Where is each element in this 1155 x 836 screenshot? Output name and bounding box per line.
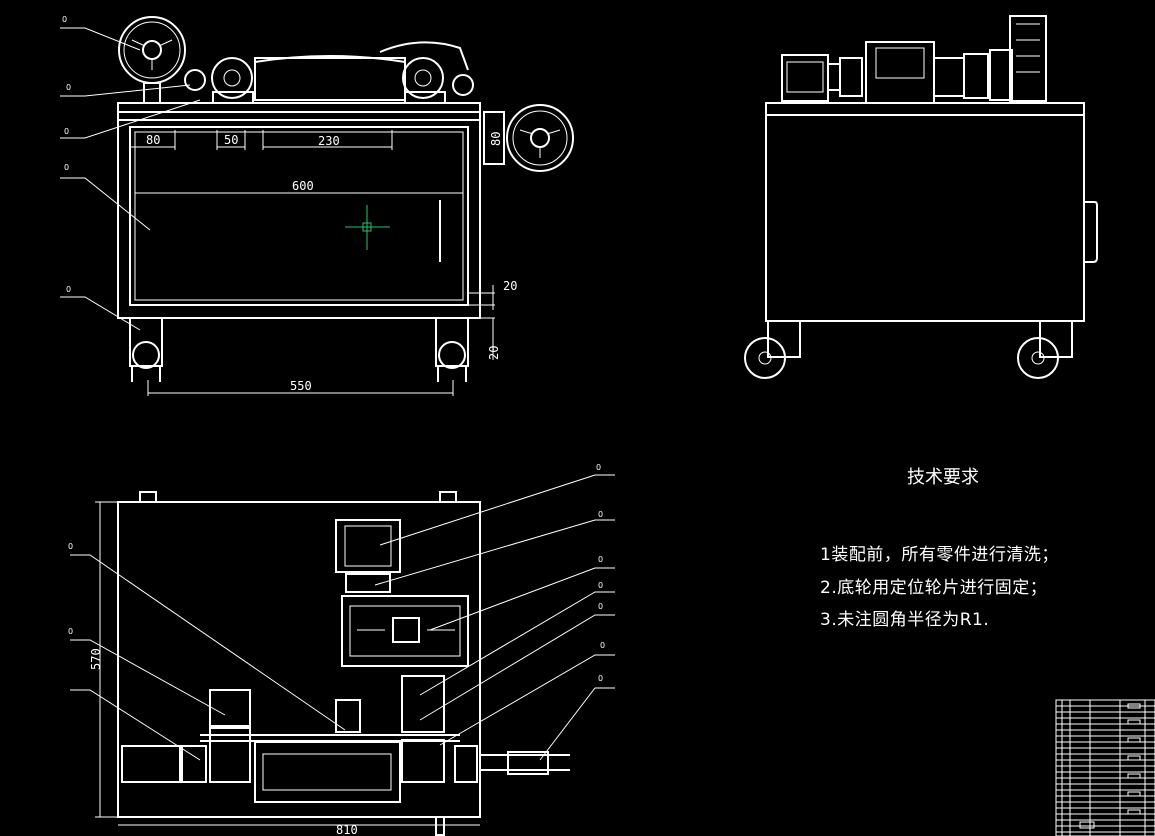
dim-80-vertical: 80 (489, 132, 503, 146)
balloon-mark: 0 (66, 83, 71, 92)
dim-550: 550 (290, 379, 312, 393)
leader-lines-front (60, 27, 201, 331)
pulley-assembly (184, 41, 474, 104)
balloon-mark: 0 (598, 602, 603, 611)
dimension-lines-front (130, 130, 495, 396)
dim-600: 600 (292, 179, 314, 193)
casters-side (744, 320, 1073, 379)
balloon-mark: 0 (598, 581, 603, 590)
balloon-mark: 0 (598, 674, 603, 683)
balloon-mark: 0 (62, 15, 67, 24)
balloon-mark: 0 (598, 510, 603, 519)
balloon-mark: 0 (68, 542, 73, 551)
dim-80: 80 (146, 133, 160, 147)
center-mark (345, 205, 390, 250)
front-view (60, 16, 574, 396)
tech-requirement-1: 1装配前，所有零件进行清洗； (820, 545, 1059, 565)
title-block (1055, 699, 1155, 836)
tech-requirement-2: 2.底轮用定位轮片进行固定； (820, 578, 1048, 598)
reducer-top (341, 595, 469, 667)
dim-50: 50 (224, 133, 238, 147)
top-reel (118, 16, 186, 104)
tech-requirement-3: 3.未注圆角半径为R1. (820, 610, 990, 630)
tech-requirements-title: 技术要求 (907, 467, 979, 488)
top-view (70, 474, 615, 836)
dim-570: 570 (89, 648, 103, 670)
balloon-mark: 0 (64, 163, 69, 172)
casters-front (129, 317, 469, 382)
leader-lines-top (70, 474, 615, 761)
drive-units-top (121, 675, 570, 803)
dim-810: 810 (336, 823, 358, 836)
balloon-mark: 0 (68, 627, 73, 636)
dim-20-b: 20 (487, 346, 501, 360)
dim-230: 230 (318, 134, 340, 148)
balloon-mark: 0 (600, 641, 605, 650)
balloon-mark: 0 (598, 555, 603, 564)
dimension-lines-top (95, 501, 480, 826)
motor-top (335, 519, 401, 593)
balloon-mark: 0 (596, 463, 601, 472)
side-view (744, 15, 1098, 379)
motor-reducer-assembly (781, 15, 1047, 104)
balloon-mark: 0 (66, 285, 71, 294)
balloon-mark: 0 (64, 127, 69, 136)
side-reel (483, 104, 574, 172)
dim-20-a: 20 (503, 279, 517, 293)
